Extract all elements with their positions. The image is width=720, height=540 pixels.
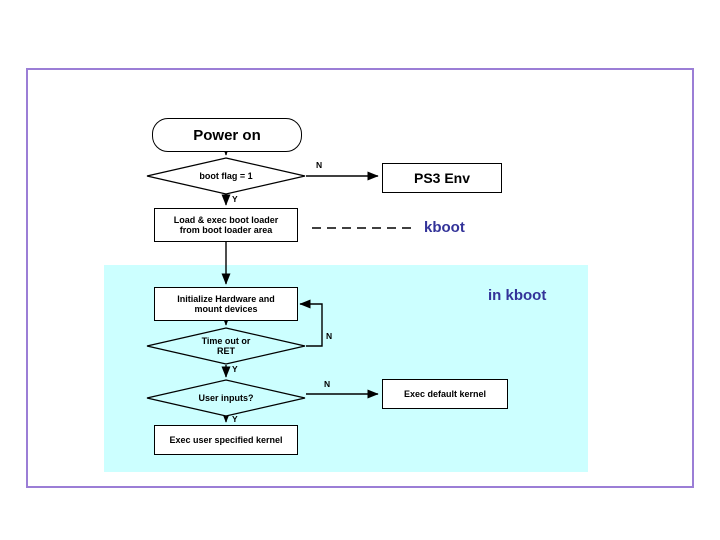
node-ps3-env: PS3 Env (382, 163, 502, 193)
node-timeout-decision: Time out or RET (146, 327, 306, 365)
node-boot-flag-decision: boot flag = 1 (146, 157, 306, 195)
node-initialize-hardware: Initialize Hardware and mount devices (154, 287, 298, 321)
node-exec-default-kernel-label: Exec default kernel (403, 388, 487, 399)
node-power-on-label: Power on (193, 126, 261, 144)
branch-boot-flag-n: N (316, 160, 323, 170)
node-power-on: Power on (152, 118, 302, 152)
branch-timeout-y: Y (232, 364, 238, 374)
branch-user-inputs-y: Y (232, 414, 238, 424)
node-exec-user-kernel: Exec user specified kernel (154, 425, 298, 455)
label-kboot: kboot (424, 219, 465, 236)
node-load-exec-bootloader-label: Load & exec boot loader from boot loader… (173, 214, 279, 235)
outer-frame (26, 68, 694, 488)
node-ps3-env-label: PS3 Env (413, 170, 471, 186)
branch-boot-flag-y: Y (232, 194, 238, 204)
node-exec-user-kernel-label: Exec user specified kernel (169, 434, 283, 445)
node-initialize-hardware-label: Initialize Hardware and mount devices (177, 293, 275, 314)
branch-timeout-n: N (326, 331, 333, 341)
label-in-kboot: in kboot (488, 287, 547, 304)
node-user-inputs-decision: User inputs? (146, 379, 306, 417)
node-load-exec-bootloader: Load & exec boot loader from boot loader… (154, 208, 298, 242)
branch-user-inputs-n: N (324, 379, 331, 389)
node-exec-default-kernel: Exec default kernel (382, 379, 508, 409)
